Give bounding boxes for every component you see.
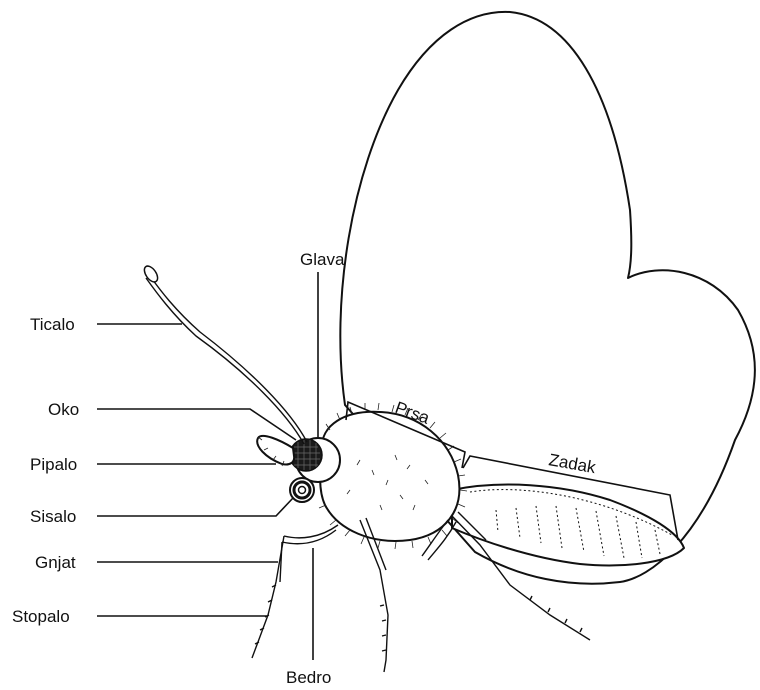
sisalo-leader — [97, 498, 293, 516]
antenna — [150, 276, 307, 442]
ticalo-label: Ticalo — [30, 315, 75, 334]
glava-label: Glava — [300, 250, 345, 269]
sisalo-label: Sisalo — [30, 507, 76, 526]
proboscis-coil — [290, 478, 314, 502]
bedro-label: Bedro — [286, 668, 331, 687]
front-leg — [252, 525, 338, 658]
antenna-club — [142, 264, 161, 284]
gnjat-label: Gnjat — [35, 553, 76, 572]
palpi — [257, 436, 294, 465]
stopalo-label: Stopalo — [12, 607, 70, 626]
pipalo-label: Pipalo — [30, 455, 77, 474]
oko-label: Oko — [48, 400, 79, 419]
